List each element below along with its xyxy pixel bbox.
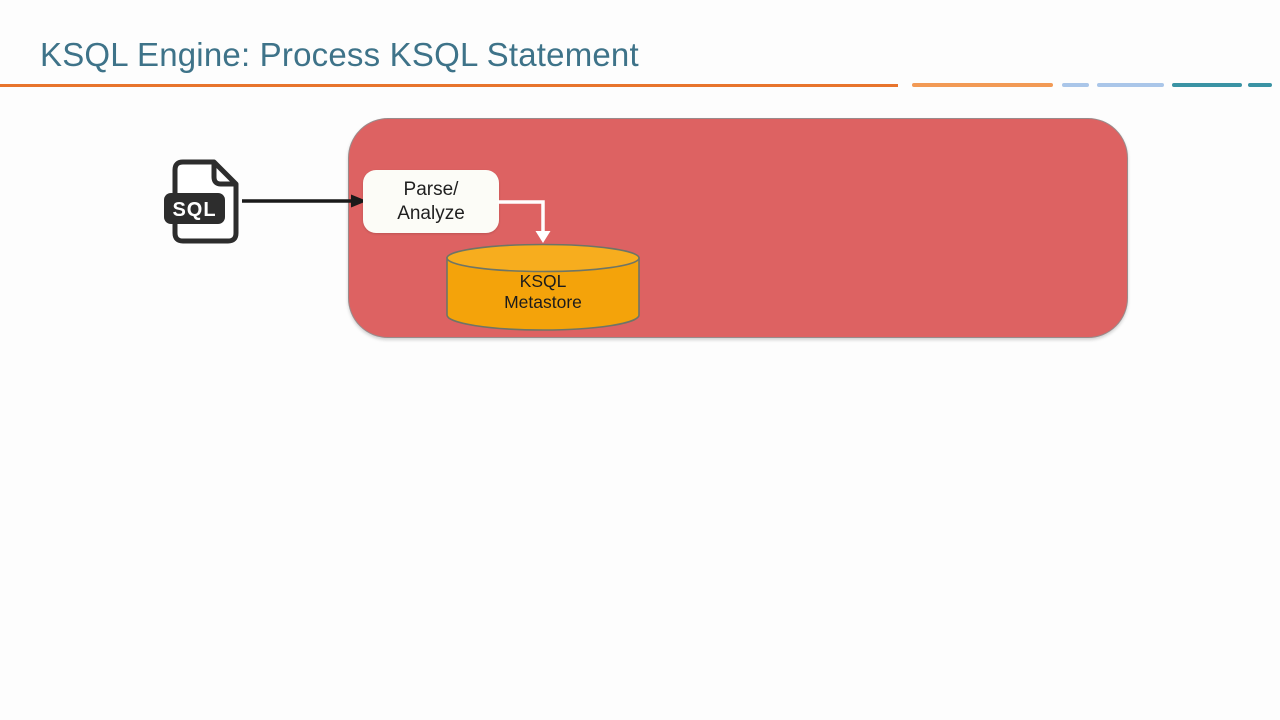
page-title: KSQL Engine: Process KSQL Statement [40,36,639,73]
divider-line-main [0,84,898,87]
ksql-metastore-cylinder: KSQL Metastore [446,243,640,331]
metastore-label-line1: KSQL [520,271,567,291]
metastore-arrow [498,200,551,243]
file-fold-icon [211,163,235,187]
divider-dash-blue-long [1097,83,1164,87]
parse-analyze-line-1: Parse/ [403,179,459,201]
metastore-label-line2: Metastore [504,292,582,312]
sql-file-label: SQL [172,199,216,221]
sql-badge [164,193,225,224]
parse-analyze-box: Parse/ Analyze [363,170,499,233]
cylinder-body [446,257,640,331]
divider-dash-teal-short [1248,83,1272,87]
sql-file-icon: SQL [164,159,239,244]
cylinder-top [446,243,640,273]
arrow-head-icon [351,194,367,208]
divider-dash-orange [912,83,1053,87]
divider-dash-blue-short [1062,83,1089,87]
parse-analyze-line-2: Analyze [397,202,465,224]
elbow-arrow-head-icon [535,231,551,243]
elbow-arrow-shaft [498,200,545,233]
statement-input-arrow [242,194,367,208]
divider-dash-teal-long [1172,83,1242,87]
